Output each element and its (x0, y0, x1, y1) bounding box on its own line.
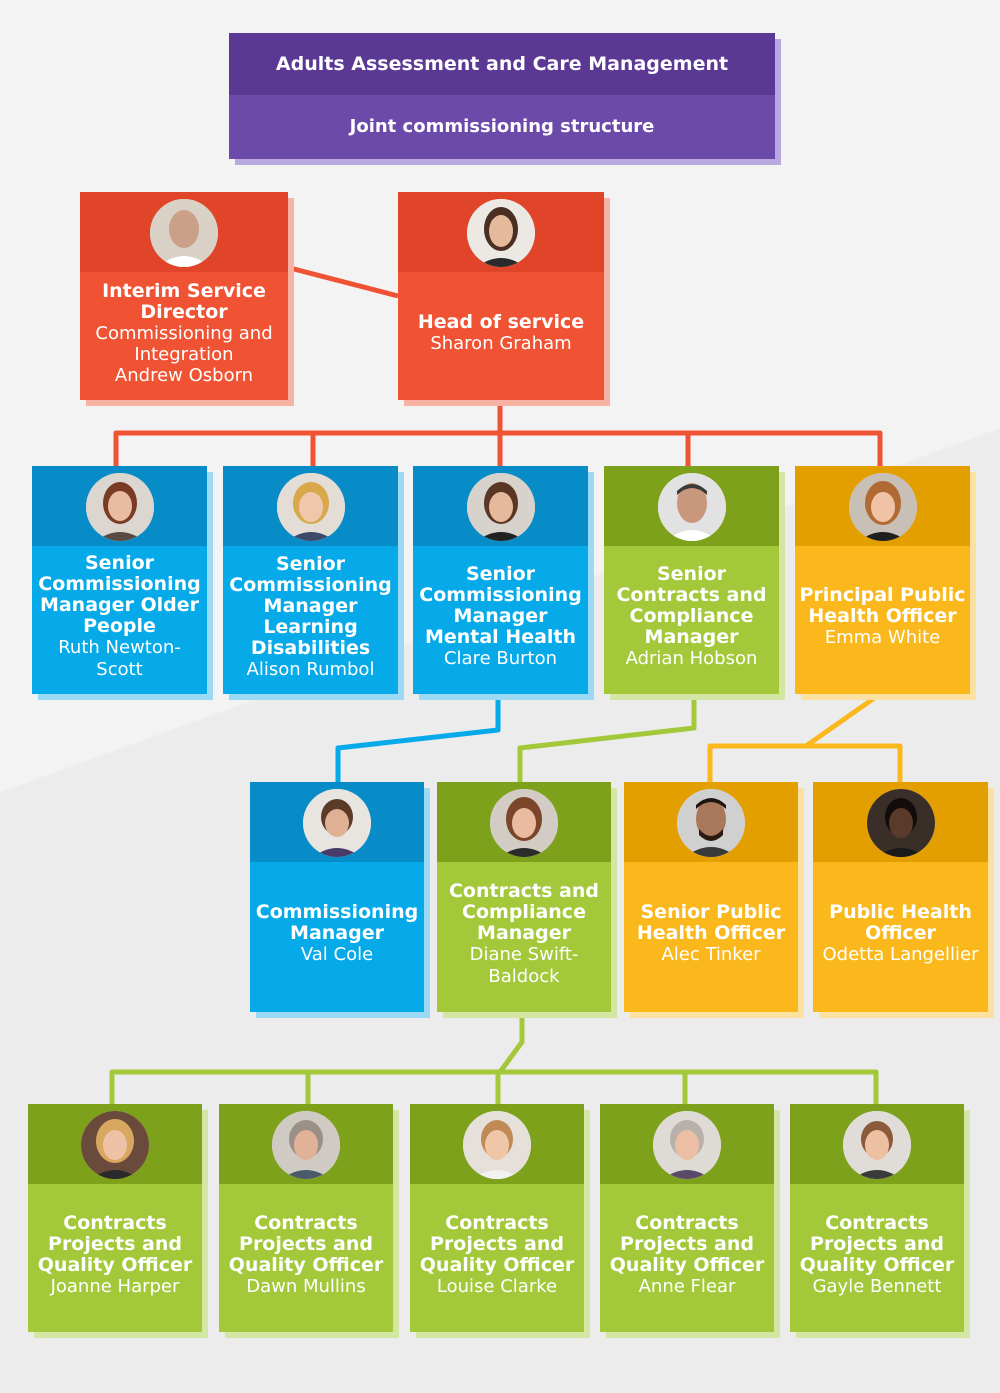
avatar (150, 199, 218, 267)
connector-head-to-seniors (113, 400, 883, 466)
role: Senior Commissioning Manager Older Peopl… (38, 552, 201, 637)
role: Senior Contracts and Compliance Manager (616, 563, 767, 648)
person-name: Gayle Bennett (812, 1275, 942, 1297)
card-dawn-mullins: Contracts Projects and Quality Officer D… (219, 1104, 399, 1338)
card-anne-flear: Contracts Projects and Quality Officer A… (600, 1104, 780, 1338)
connector-contracts-manager-to-diane (517, 694, 697, 782)
avatar (848, 473, 917, 541)
role: Principal Public Health Officer (799, 584, 966, 627)
card-emma-white: Principal Public Health Officer Emma Whi… (795, 466, 976, 700)
person-name: Alison Rumbol (246, 658, 375, 680)
role: Senior Public Health Officer (636, 901, 786, 944)
chart-header: Adults Assessment and Care Management Jo… (229, 33, 781, 165)
card-alison-rumbol: Senior Commissioning Manager Learning Di… (223, 466, 404, 700)
avatar (272, 1111, 340, 1179)
avatar (490, 789, 558, 857)
connector-public-health-branch (707, 691, 903, 782)
avatar (466, 473, 535, 541)
role: Senior Commissioning Manager Mental Heal… (419, 563, 582, 648)
role: Contracts Projects and Quality Officer (228, 1211, 384, 1276)
person-name: Louise Clarke (436, 1275, 558, 1297)
role: Contracts Projects and Quality Officer (609, 1211, 765, 1276)
card-louise-clarke: Contracts Projects and Quality Officer L… (410, 1104, 590, 1338)
role: Contracts Projects and Quality Officer (799, 1211, 955, 1276)
person-name: Emma White (824, 627, 941, 648)
connector-diane-to-officers (109, 1012, 879, 1104)
connector-mental-health-to-val-cole (335, 694, 501, 782)
person-name: Alec Tinker (661, 944, 761, 965)
card-diane-swift-baldock: Contracts and Compliance Manager Diane S… (437, 782, 617, 1018)
person-name: Diane Swift-Baldock (469, 943, 579, 987)
card-odetta-langellier: Public Health Officer Odetta Langellier (813, 782, 994, 1018)
card-alec-tinker: Senior Public Health Officer Alec Tinker (624, 782, 804, 1018)
avatar (463, 1111, 531, 1179)
person-name: Odetta Langellier (822, 944, 979, 965)
person-name: Sharon Graham (430, 332, 572, 354)
avatar (653, 1111, 721, 1179)
person-name: Joanne Harper (50, 1275, 180, 1297)
avatar (81, 1111, 149, 1179)
avatar (677, 789, 745, 857)
department: Commissioning and Integration (95, 322, 273, 365)
role: Senior Commissioning Manager Learning Di… (229, 552, 392, 659)
role: Head of service (417, 310, 585, 333)
header-subtitle: Joint commissioning structure (229, 95, 775, 159)
card-clare-burton: Senior Commissioning Manager Mental Heal… (413, 466, 594, 700)
card-ruth-newton-scott: Senior Commissioning Manager Older Peopl… (32, 466, 213, 700)
avatar (276, 473, 345, 541)
role: Interim Service Director (102, 279, 266, 323)
person-name: Anne Flear (638, 1275, 736, 1297)
person-name: Val Cole (300, 944, 374, 965)
role: Commissioning Manager (255, 901, 419, 944)
avatar (467, 199, 535, 267)
role: Contracts Projects and Quality Officer (37, 1211, 193, 1276)
role: Public Health Officer (829, 901, 972, 944)
header-title: Adults Assessment and Care Management (229, 33, 775, 95)
avatar (866, 789, 935, 857)
avatar (843, 1111, 911, 1179)
person-name: Clare Burton (443, 648, 558, 669)
role: Contracts Projects and Quality Officer (419, 1211, 575, 1276)
avatar (657, 473, 726, 541)
connector-director-to-head (289, 265, 399, 299)
avatar (303, 789, 371, 857)
person-name: Ruth Newton-Scott (58, 637, 181, 680)
person-name: Andrew Osborn (114, 364, 254, 386)
card-joanne-harper: Contracts Projects and Quality Officer J… (28, 1104, 208, 1338)
card-andrew-osborn: Interim Service Director Commissioning a… (80, 192, 294, 406)
person-name: Dawn Mullins (246, 1275, 366, 1297)
card-val-cole: Commissioning Manager Val Cole (250, 782, 430, 1018)
person-name: Adrian Hobson (625, 648, 758, 669)
card-adrian-hobson: Senior Contracts and Compliance Manager … (604, 466, 785, 700)
avatar (85, 473, 154, 541)
role: Contracts and Compliance Manager (448, 879, 599, 944)
card-gayle-bennett: Contracts Projects and Quality Officer G… (790, 1104, 970, 1338)
card-sharon-graham: Head of service Sharon Graham (398, 192, 610, 406)
